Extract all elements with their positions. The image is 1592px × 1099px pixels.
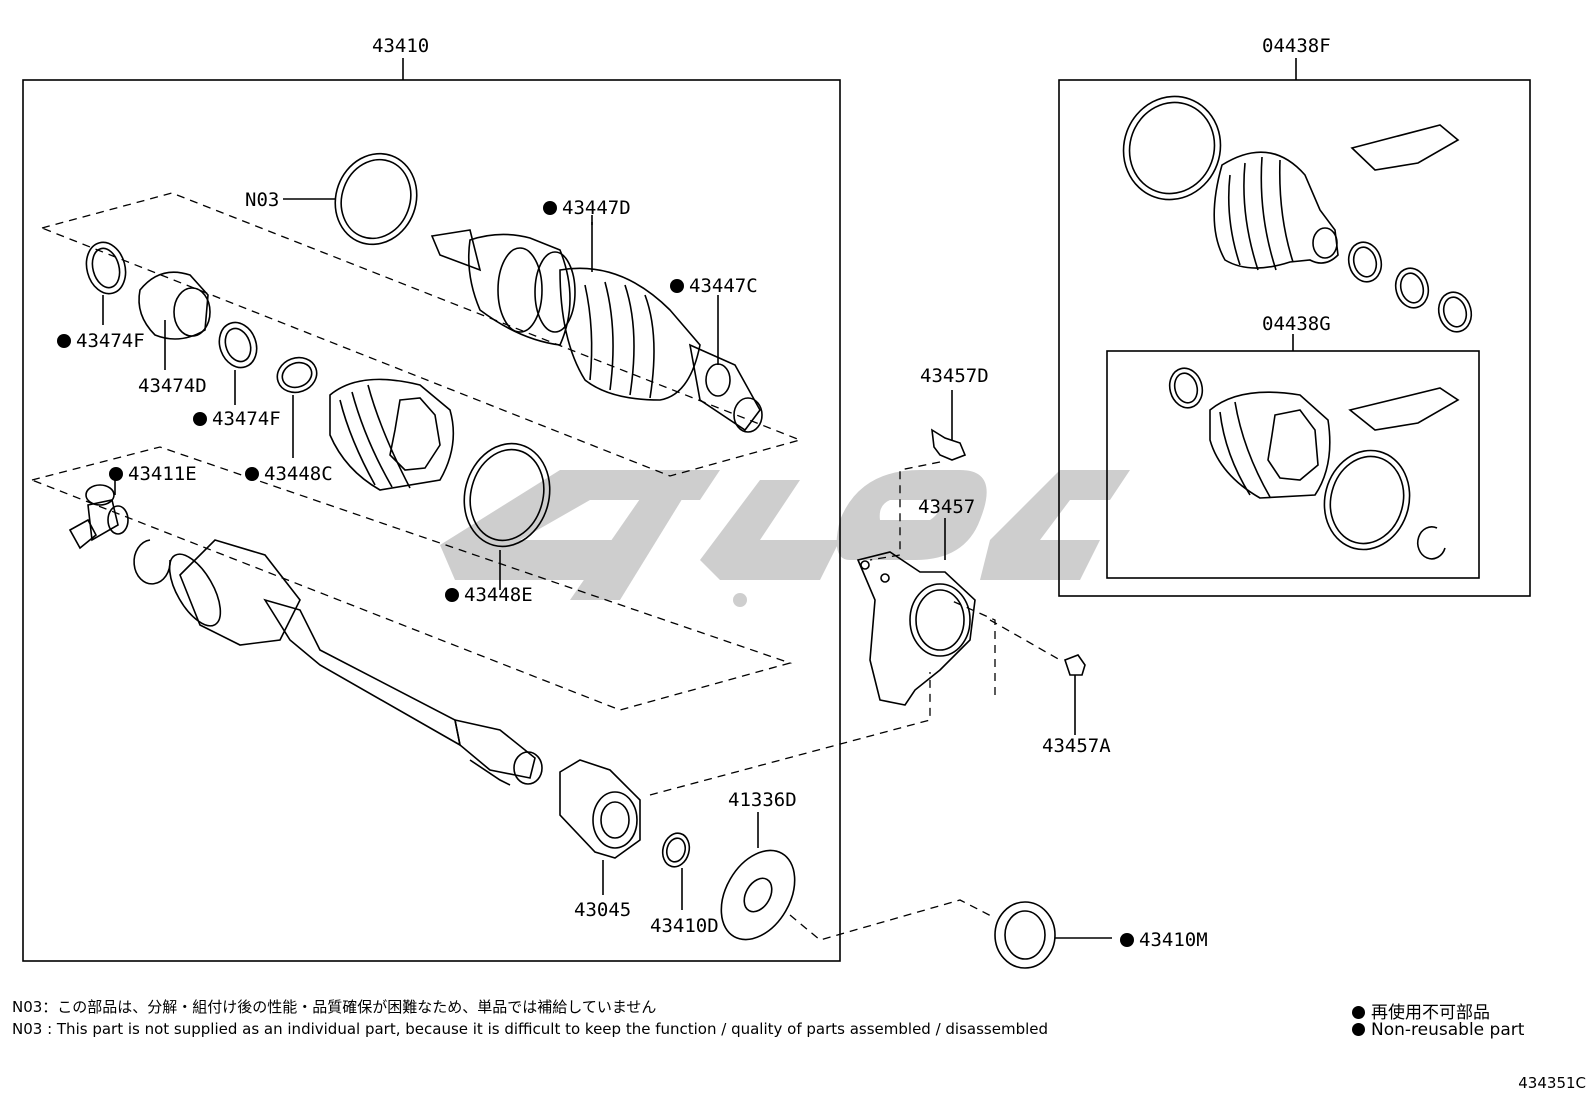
tripod-joint [68,475,171,585]
label-41336D: 41336D [728,789,797,811]
watermark-logo [440,470,1130,607]
legend-jp-text: 再使用不可部品 [1371,1003,1490,1023]
bracket-43457 [856,390,1086,735]
label-43457: 43457 [918,496,975,518]
label-n03: N03 [245,189,279,211]
label-04438G: 04438G [1262,313,1331,335]
ring-43410D [661,832,691,910]
seal-43410M [994,901,1112,969]
label-43448C: 43448C [264,463,333,485]
frame-04438G [1106,350,1480,579]
label-04438F: 04438F [1262,35,1331,57]
legend-en-text: Non-reusable part [1371,1020,1525,1040]
label-43457A: 43457A [1042,735,1111,757]
bullet-icon [1352,1023,1365,1036]
bearing-bracket-43045 [559,759,641,895]
label-43410D: 43410D [650,915,719,937]
label-43474F-a: 43474F [76,330,145,352]
boot-band-43448E [463,442,551,590]
label-43410: 43410 [372,35,429,57]
legend-non-reusable-en: Non-reusable part [1352,1020,1524,1040]
note-n03-english: N03 : This part is not supplied as an in… [12,1020,1049,1038]
inner-boot [329,378,455,491]
label-43447D: 43447D [562,197,631,219]
label-43447C: 43447C [689,275,758,297]
n03-snap-ring [283,152,418,246]
boot-kit-04438G [1168,367,1460,560]
legend-non-reusable-jp: 再使用不可部品 [1352,998,1490,1023]
boot-kit-04438F [1122,95,1473,333]
drive-shaft [168,539,543,786]
diagram-code: 434351C [1518,1074,1586,1092]
bullet-icon [1352,1006,1365,1019]
frame-43410 [22,79,841,962]
label-43410M: 43410M [1139,929,1208,951]
label-43411E: 43411E [128,463,197,485]
label-43457D: 43457D [920,365,989,387]
frame-04438F [1058,79,1531,597]
outer-cv-joint [430,222,763,433]
note-n03-japanese: N03：この部品は、分解・組付け後の性能・品質確保が困難なため、単品では補給して… [12,998,657,1016]
label-43448E: 43448E [464,584,533,606]
inner-joint-rings [85,241,318,458]
label-43474F-b: 43474F [212,408,281,430]
label-43045: 43045 [574,899,631,921]
washer-41336D [720,812,796,941]
label-43474D: 43474D [138,375,207,397]
dashed-guides [29,192,1061,941]
